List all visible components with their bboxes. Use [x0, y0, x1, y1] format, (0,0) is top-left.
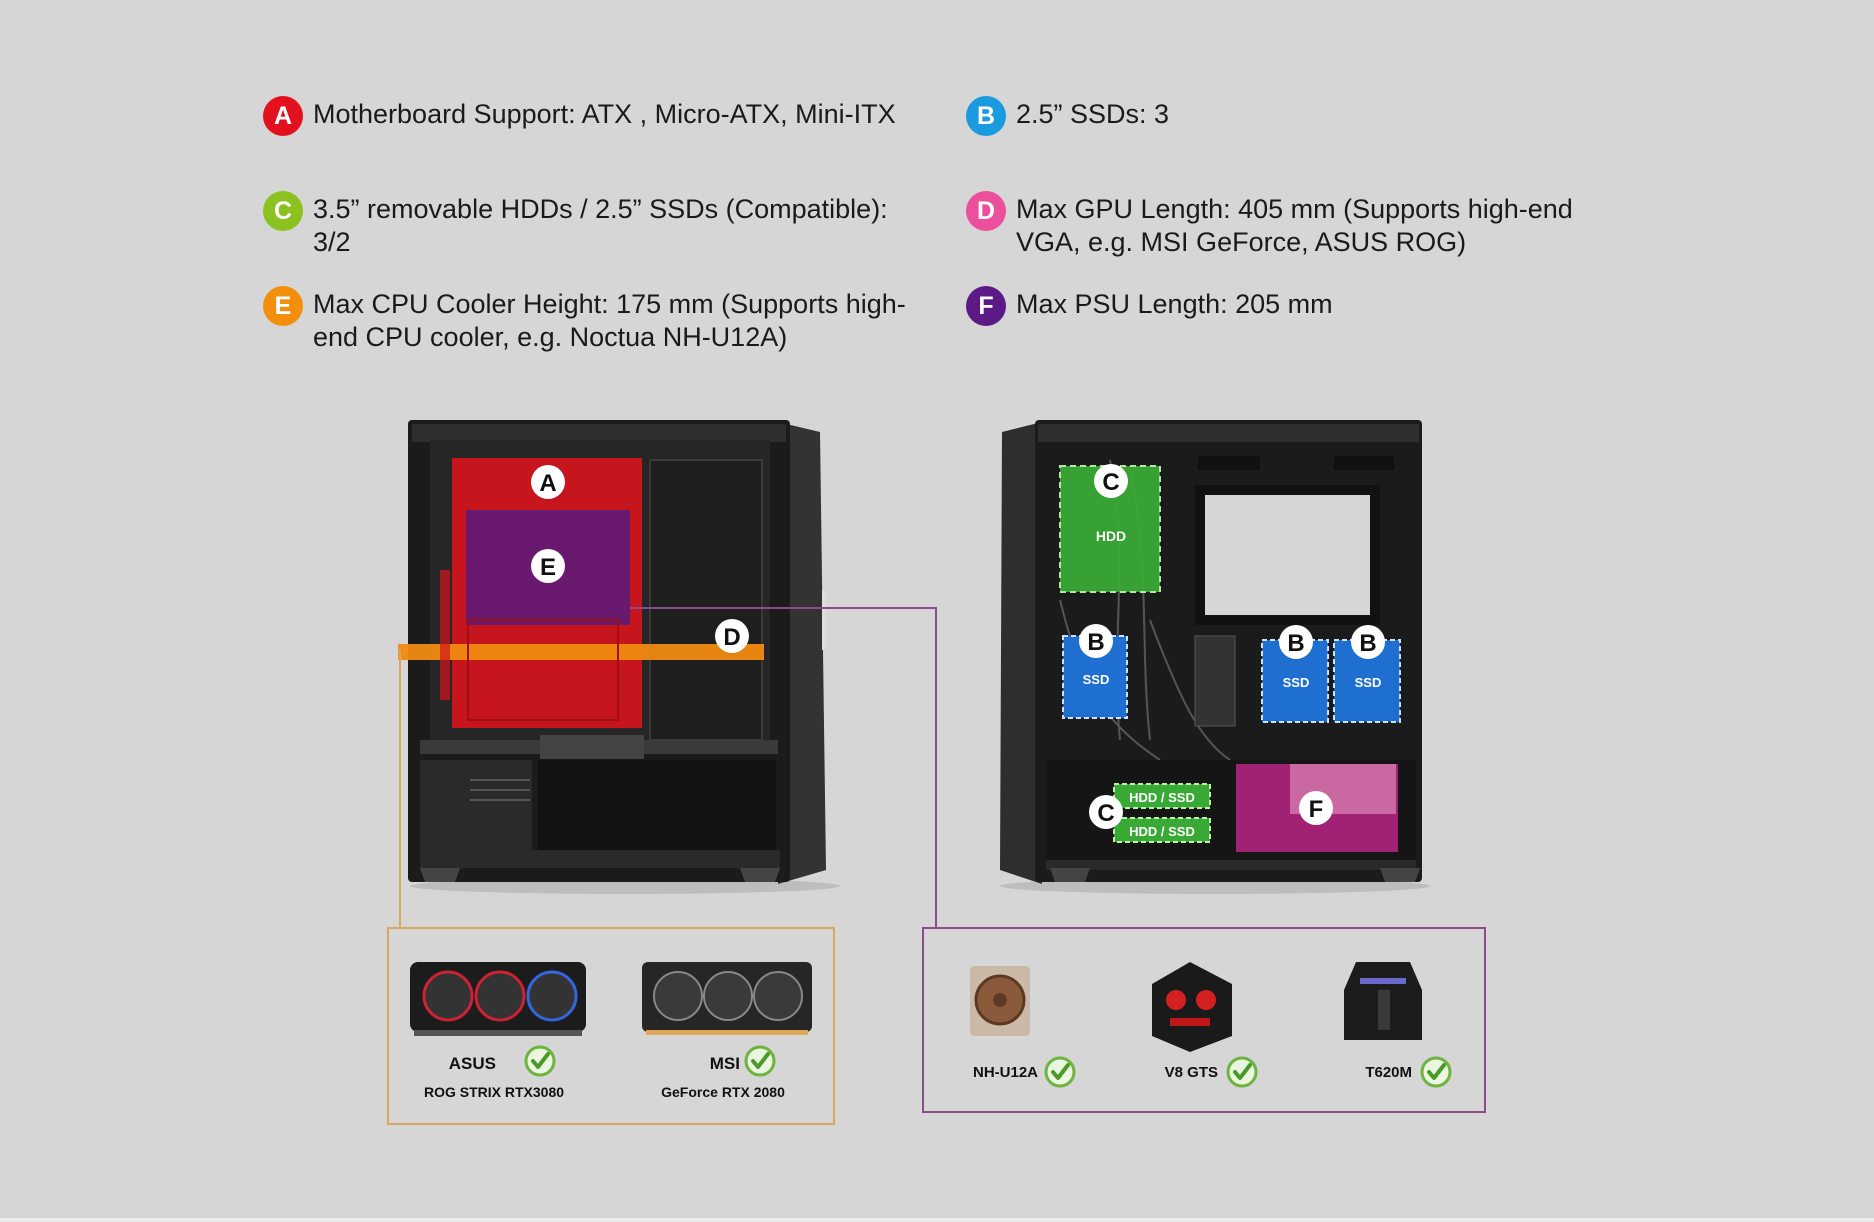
svg-text:E: E [540, 554, 556, 581]
left-label-a: A [531, 465, 565, 499]
cooler-connector-line [630, 607, 937, 928]
right-label-c-top: C [1094, 464, 1128, 498]
left-label-d: D [715, 619, 749, 653]
badge-a: A [263, 96, 303, 136]
svg-text:SSD: SSD [1355, 675, 1382, 690]
svg-text:B: B [1359, 630, 1376, 657]
svg-text:HDD / SSD: HDD / SSD [1129, 790, 1195, 805]
right-case: HDD SSD SSD SSD HDD / SSD HDD / SSD C B … [1000, 420, 1430, 894]
badge-c: C [263, 191, 303, 231]
spec-c-text: 3.5” removable HDDs / 2.5” SSDs (Compati… [313, 194, 888, 257]
right-label-f: F [1299, 791, 1333, 825]
left-case: A E D [398, 420, 840, 894]
svg-text:ASUS: ASUS [449, 1054, 496, 1073]
spec-a: A Motherboard Support: ATX , Micro-ATX, … [263, 96, 923, 136]
svg-text:GeForce RTX 2080: GeForce RTX 2080 [661, 1084, 785, 1100]
left-label-e: E [531, 549, 565, 583]
svg-text:F: F [1309, 796, 1324, 823]
svg-text:HDD / SSD: HDD / SSD [1129, 824, 1195, 839]
gpu-connector-line [398, 650, 401, 928]
right-label-c-bottom: C [1089, 795, 1123, 829]
cooler-v8-gts: V8 GTS [1152, 962, 1258, 1088]
svg-text:SSD: SSD [1283, 675, 1310, 690]
svg-text:ROG STRIX RTX3080: ROG STRIX RTX3080 [424, 1084, 564, 1100]
svg-text:B: B [1287, 630, 1304, 657]
right-label-b-mid: B [1279, 625, 1313, 659]
svg-text:B: B [1087, 629, 1104, 656]
spec-b: B 2.5” SSDs: 3 [966, 96, 1626, 136]
svg-text:C: C [1097, 800, 1114, 827]
svg-text:NH-U12A: NH-U12A [973, 1064, 1038, 1081]
svg-text:V8 GTS: V8 GTS [1165, 1064, 1218, 1081]
svg-text:HDD: HDD [1096, 528, 1126, 544]
badge-b: B [966, 96, 1006, 136]
badge-e: E [263, 286, 303, 326]
spec-e: E Max CPU Cooler Height: 175 mm (Support… [263, 286, 923, 354]
badge-f: F [966, 286, 1006, 326]
bottom-strip [0, 1218, 1874, 1222]
gpu-compat-box: ASUS ROG STRIX RTX3080 MSI GeForce RTX 2… [387, 927, 835, 1125]
cooler-t620m: T620M [1344, 962, 1452, 1088]
cooler-nh-u12a: NH-U12A [970, 966, 1076, 1088]
svg-text:D: D [723, 624, 740, 651]
svg-text:T620M: T620M [1365, 1064, 1412, 1081]
right-label-b-left: B [1079, 624, 1113, 658]
spec-e-text: Max CPU Cooler Height: 175 mm (Supports … [313, 289, 906, 352]
svg-text:C: C [1102, 469, 1119, 496]
svg-text:A: A [539, 470, 556, 497]
spec-d: D Max GPU Length: 405 mm (Supports high-… [966, 191, 1626, 259]
spec-b-text: 2.5” SSDs: 3 [1016, 99, 1170, 129]
spec-f-text: Max PSU Length: 205 mm [1016, 289, 1333, 319]
spec-a-text: Motherboard Support: ATX , Micro-ATX, Mi… [313, 99, 896, 129]
gpu-asus: ASUS ROG STRIX RTX3080 [410, 962, 586, 1100]
right-label-b-right: B [1351, 625, 1385, 659]
svg-text:MSI: MSI [710, 1054, 740, 1073]
badge-d: D [966, 191, 1006, 231]
svg-text:SSD: SSD [1083, 672, 1110, 687]
gpu-msi: MSI GeForce RTX 2080 [642, 962, 812, 1100]
spec-f: F Max PSU Length: 205 mm [966, 286, 1626, 326]
cooler-compat-box: NH-U12A V8 GTS T620M [922, 927, 1486, 1113]
spec-c: C 3.5” removable HDDs / 2.5” SSDs (Compa… [263, 191, 923, 259]
spec-d-text: Max GPU Length: 405 mm (Supports high-en… [1016, 194, 1573, 257]
